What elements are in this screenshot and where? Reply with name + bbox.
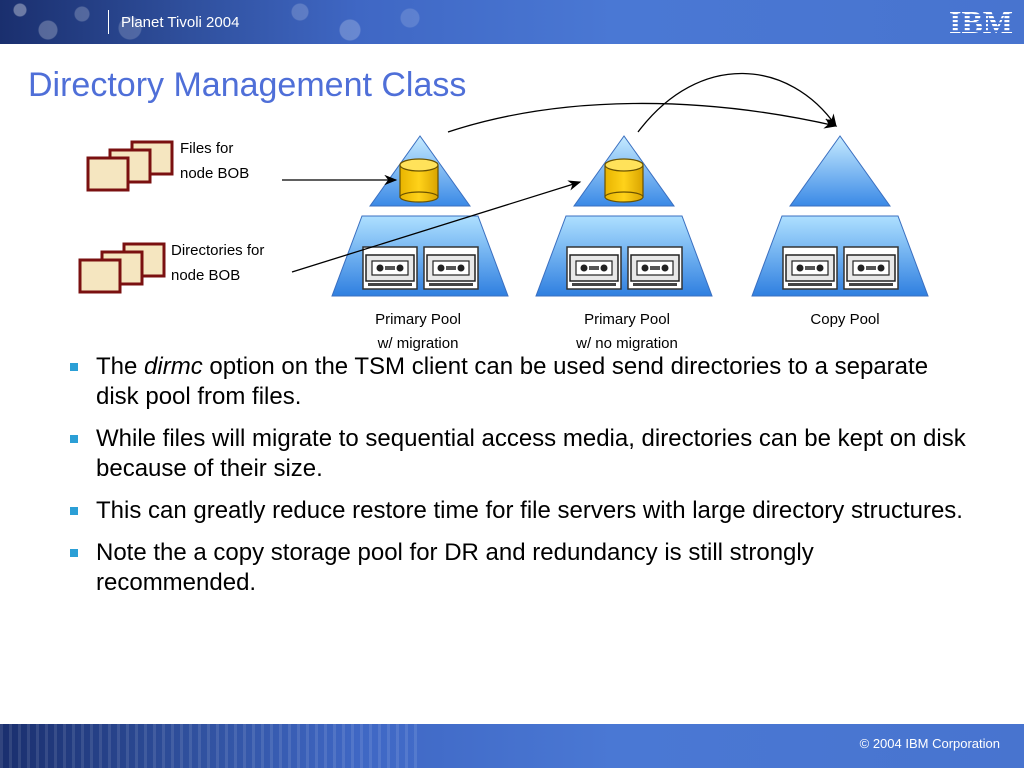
copyright-text: © 2004 IBM Corporation bbox=[859, 736, 1000, 751]
bullet-list: The dirmc option on the TSM client can b… bbox=[68, 352, 968, 610]
directories-arrow bbox=[291, 180, 582, 273]
bullet-square-icon bbox=[70, 435, 78, 443]
pool-label-2-line2: w/ no migration bbox=[576, 335, 678, 352]
svg-text:IBM: IBM bbox=[949, 4, 1013, 38]
files-folder-icon bbox=[86, 140, 174, 192]
header-divider bbox=[108, 10, 109, 34]
files-label-line2: node BOB bbox=[180, 165, 250, 182]
tape-icon bbox=[843, 246, 899, 290]
conference-name: Planet Tivoli 2004 bbox=[121, 14, 240, 31]
bullet-square-icon bbox=[70, 507, 78, 515]
backup-arrow-pool2-to-copy bbox=[637, 72, 837, 133]
directories-label-line2: node BOB bbox=[171, 267, 241, 284]
pool-label-1: Primary Pool w/ migration bbox=[333, 308, 503, 356]
disk-icon bbox=[604, 158, 644, 203]
header-decoration bbox=[0, 0, 520, 44]
primary-pool-migration-pyramid bbox=[331, 135, 509, 297]
diagram: Files for node BOB Directories for node … bbox=[0, 0, 1024, 360]
directories-label-line1: Directories for bbox=[171, 242, 265, 259]
backup-arrow-pool1-to-copy bbox=[447, 102, 838, 133]
disk-icon bbox=[399, 158, 439, 203]
files-label: Files for node BOB bbox=[180, 136, 249, 186]
tape-icon bbox=[627, 246, 683, 290]
tape-icon bbox=[566, 246, 622, 290]
bullet-square-icon bbox=[70, 549, 78, 557]
bullet-item: While files will migrate to sequential a… bbox=[68, 424, 968, 484]
files-label-line1: Files for bbox=[180, 140, 234, 157]
copy-pool-pyramid bbox=[751, 135, 929, 297]
footer-decoration bbox=[0, 724, 420, 768]
header-banner: Planet Tivoli 2004 IBM bbox=[0, 0, 1024, 44]
bullet-item: Note the a copy storage pool for DR and … bbox=[68, 538, 968, 598]
bullet-item: This can greatly reduce restore time for… bbox=[68, 496, 968, 526]
directories-label: Directories for node BOB bbox=[171, 238, 264, 288]
pool-label-1-line2: w/ migration bbox=[377, 335, 459, 352]
ibm-logo: IBM bbox=[949, 4, 1013, 38]
pool-label-3-line1: Copy Pool bbox=[810, 311, 880, 328]
bullet-item: The dirmc option on the TSM client can b… bbox=[68, 352, 968, 412]
pool-label-2: Primary Pool w/ no migration bbox=[542, 308, 712, 356]
primary-pool-no-migration-pyramid bbox=[535, 135, 713, 297]
tape-icon bbox=[362, 246, 418, 290]
diagram-graphics bbox=[78, 72, 929, 297]
pool-label-1-line1: Primary Pool bbox=[375, 311, 461, 328]
pool-label-2-line1: Primary Pool bbox=[584, 311, 670, 328]
footer-banner: © 2004 IBM Corporation bbox=[0, 724, 1024, 768]
tape-icon bbox=[782, 246, 838, 290]
page-title: Directory Management Class bbox=[28, 66, 467, 104]
directories-folder-icon bbox=[78, 242, 166, 294]
bullet-square-icon bbox=[70, 363, 78, 371]
pool-label-3: Copy Pool bbox=[760, 308, 930, 332]
dirmc-option-text: dirmc bbox=[144, 353, 203, 380]
tape-icon bbox=[423, 246, 479, 290]
